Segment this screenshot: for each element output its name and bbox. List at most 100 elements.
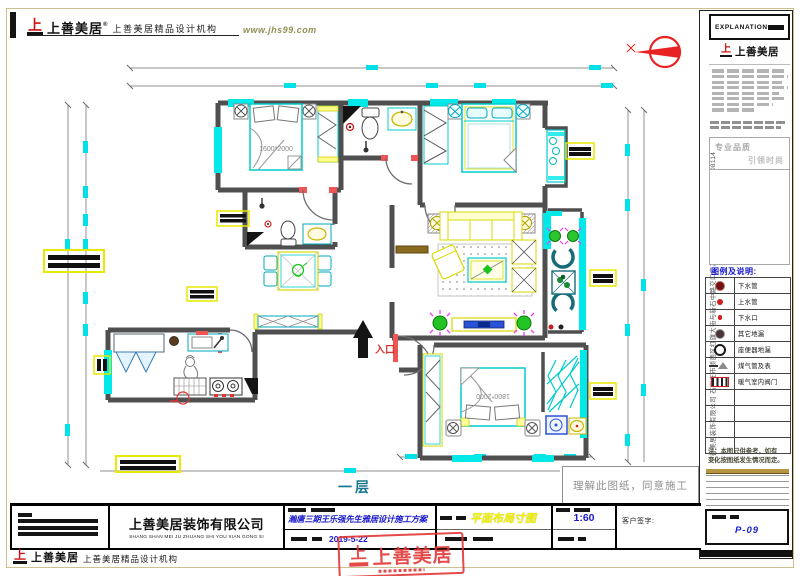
title-block: 上善美居装饰有限公司 SHANG SHAN MEI JU ZHUANG SHI …: [10, 503, 701, 550]
gas-pipe-meter-icon: [709, 361, 731, 371]
legend-row-empty: [706, 437, 790, 453]
bed-size-label: 1600*2000: [259, 146, 293, 153]
plant-icon: [429, 310, 451, 336]
entrance-label: 入口: [375, 344, 395, 356]
windows: [104, 99, 587, 462]
entrance-arrow-icon: [353, 320, 373, 358]
sheet-number-box: P-09: [705, 509, 789, 545]
bay-window: [546, 129, 566, 183]
company-logo: 上 上善美居® 上善美居精品设计机构: [27, 13, 217, 35]
bedroom-master: [233, 103, 339, 171]
company-name-cell: 上善美居装饰有限公司 SHANG SHAN MEI JU ZHUANG SHI …: [110, 506, 285, 548]
toilet-floor-drain-icon: [714, 343, 726, 356]
company-stamp: 上 上善美居: [337, 531, 465, 576]
logo-text: 上善美居®: [47, 21, 109, 36]
drain-outlet-icon: [717, 315, 723, 320]
company-pinyin: SHANG SHAN MEI JU ZHUANG SHI YOU XIAN GO…: [129, 534, 264, 540]
bed-size-label: 1800*2000: [476, 392, 510, 399]
legend-row: 上水管: [706, 293, 790, 309]
scale-cell: 1:60: [553, 506, 617, 548]
blank-row-line: [706, 487, 789, 488]
sewer-pipe-icon: [715, 280, 725, 291]
logo-icon: 上: [13, 548, 28, 564]
header-rule: [27, 35, 239, 36]
panel-footer-bar: [700, 550, 792, 557]
blank-row-line: [706, 499, 789, 500]
legend-row: 下水口: [706, 309, 790, 325]
footer-tagline: 上善美居精品设计机构: [83, 553, 179, 564]
blank-row-line: [706, 493, 789, 494]
stamp-subtext: [378, 568, 425, 573]
fashion-slogan: 引领时尚: [748, 156, 784, 165]
reference-note: 注：本图只供参考，如有 变化按图纸发生情况而定。: [708, 448, 784, 465]
website-link[interactable]: www.jhs99.com: [243, 25, 317, 35]
legend-row: 座便器地漏: [706, 341, 790, 357]
plant-icon: [564, 227, 582, 245]
heating-valve-icon: [711, 376, 729, 387]
scale-value: 1:60: [573, 512, 595, 524]
bedroom-bottom: [422, 353, 541, 447]
logo-tagline: 上善美居精品设计机构: [112, 24, 218, 35]
bedroom-second: [423, 103, 560, 174]
company-name: 上善美居装饰有限公司: [128, 517, 264, 533]
footer-logo-text: 上善美居: [31, 552, 80, 564]
logo-icon: 上: [27, 17, 43, 35]
brand-slogan-box: 专业品质 引领时尚: [709, 137, 790, 171]
divider-bar: [706, 469, 789, 474]
legend-table: 下水管 上水管 下水口 其它地漏 座便器地漏 煤气管及表 暖气室内阀门: [705, 277, 791, 454]
blank-row-line: [706, 505, 789, 506]
living-room: [395, 211, 537, 336]
dimension-ticks: [65, 65, 646, 473]
explanation-title: EXPLANATION: [715, 23, 768, 31]
drawing-title-cell: 平面布局寸图: [437, 506, 553, 548]
project-name: 瀚唐三期王乐强先生雅居设计施工方案: [288, 514, 427, 524]
corner-tick: [10, 12, 16, 38]
sheet-number: P-09: [734, 525, 760, 536]
project-date: 2019-5-22: [329, 534, 368, 544]
company-intro-text: [712, 67, 788, 114]
blank-row-line: [706, 475, 789, 476]
shoe-cabinet: [253, 313, 323, 330]
drawing-title: 平面布局寸图: [470, 512, 536, 525]
address-block: [12, 506, 110, 548]
quality-slogan: 专业品质: [715, 143, 751, 152]
explanation-panel: 上善美居装饰有限公司 石家庄市桥西区红旗大街与新石中路交口广友大厦4层 TEL（…: [699, 10, 793, 559]
blank-row-line: [706, 481, 789, 482]
header-bar: [768, 24, 784, 30]
bathroom-middle: [247, 198, 332, 247]
plant-icon: [513, 310, 535, 336]
registered-mark: ®: [103, 22, 109, 28]
logo-text: 上善美居: [735, 45, 779, 58]
panel-logo: 上 上善美居: [709, 38, 790, 65]
plant-icon: [546, 227, 564, 245]
reserved-box: [709, 169, 790, 265]
legend-title: 图例及说明:: [711, 267, 757, 276]
address-lines: [710, 119, 789, 131]
floor-drain-icon: [715, 328, 725, 339]
kitchen: [113, 331, 258, 405]
water-supply-pipe-icon: [717, 298, 723, 305]
legend-row-empty: [706, 421, 790, 437]
floor-label: 一层: [338, 479, 372, 495]
person-figure: [183, 355, 199, 382]
stamp-logo-icon: 上: [349, 545, 368, 567]
signature-label: 客户签字:: [622, 518, 655, 525]
dining-area: [263, 251, 332, 291]
agreement-note: 理解此图纸，同意施工: [562, 466, 699, 505]
footer-logo: 上 上善美居 上善美居精品设计机构: [13, 549, 178, 564]
utility-balcony: [545, 355, 587, 435]
north-arrow-icon: [626, 35, 682, 69]
explanation-header: EXPLANATION: [709, 14, 790, 40]
balcony: [546, 227, 582, 330]
bathroom-top: [343, 106, 417, 153]
legend-row: 其它地漏: [706, 325, 790, 341]
logo-icon: 上: [720, 44, 732, 57]
console-cabinet: [395, 245, 429, 254]
legend-row-empty: [706, 405, 790, 421]
signature-cell[interactable]: 客户签字:: [617, 506, 701, 548]
legend-row: 暖气室内阀门: [706, 373, 790, 389]
legend-row: 下水管: [706, 278, 790, 293]
project-cell: 瀚唐三期王乐强先生雅居设计施工方案 2019-5-22: [285, 506, 437, 548]
